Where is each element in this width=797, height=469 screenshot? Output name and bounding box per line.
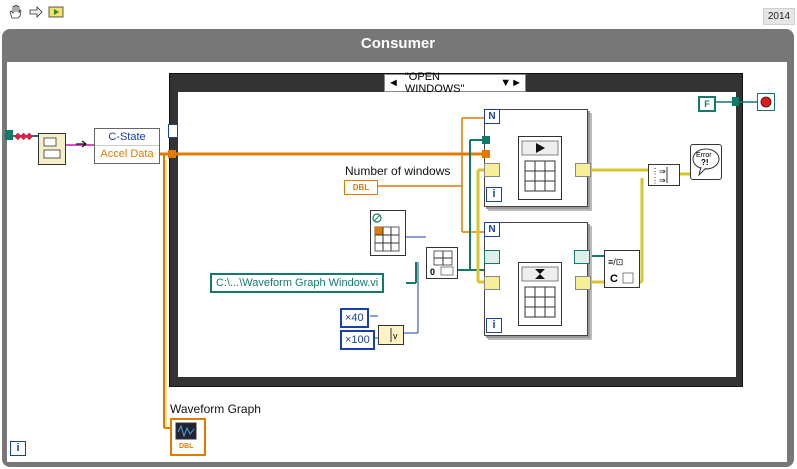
false-constant[interactable]: F	[698, 96, 716, 112]
stop-terminal[interactable]	[757, 93, 775, 111]
shift-register-right-lower	[575, 276, 591, 290]
vi-ref-tunnel	[482, 136, 490, 144]
bundle-node[interactable]: v	[378, 325, 404, 345]
svg-text:≡/⊡: ≡/⊡	[608, 257, 623, 267]
shift-register-left-lower	[484, 276, 500, 290]
shift-register-ref-left	[484, 250, 500, 264]
waveform-graph-indicator[interactable]: DBL	[170, 418, 206, 456]
svg-text:⋮⇒: ⋮⇒	[651, 167, 666, 176]
vi-path-constant[interactable]: C:\...\Waveform Graph Window.vi	[210, 273, 385, 293]
loop-count-terminal-lower: N	[484, 222, 500, 237]
svg-text:?!: ?!	[701, 158, 709, 167]
loop-iteration-terminal-upper: i	[486, 187, 502, 202]
svg-text:C: C	[610, 273, 618, 285]
merge-errors-node[interactable]: ⋮⇒⋮⇒	[648, 164, 680, 186]
num-windows-label: Number of windows	[345, 164, 451, 178]
shift-register-right-upper	[575, 163, 591, 177]
case-selector[interactable]: ◄ "OPEN WINDOWS" ▼►	[384, 71, 526, 95]
arrow-icon[interactable]	[27, 3, 45, 21]
stop-tunnel	[732, 97, 739, 106]
run-vi-invoke-node[interactable]	[518, 136, 562, 200]
increment-icon[interactable]: ▼►	[500, 77, 522, 89]
hand-icon[interactable]	[6, 3, 24, 21]
loop-iteration-terminal-lower: i	[486, 318, 502, 333]
data-tunnel	[482, 150, 490, 158]
accel-data-field: Accel Data	[100, 148, 154, 160]
wait-invoke-node[interactable]	[518, 262, 562, 326]
error-tunnel	[5, 130, 13, 140]
arrow-icon	[76, 138, 90, 148]
svg-text:DBL: DBL	[179, 443, 194, 450]
while-loop-iteration-terminal: i	[10, 441, 26, 456]
unbundle-by-name-node[interactable]: C-State Accel Data	[94, 128, 160, 164]
accel-data-tunnel	[168, 150, 176, 158]
loop-count-terminal-upper: N	[484, 109, 500, 124]
shift-register-ref-right	[574, 250, 590, 264]
close-reference-node[interactable]: ≡/⊡ C	[604, 250, 640, 288]
shift-register-left-upper	[484, 163, 500, 177]
case-value: "OPEN WINDOWS"	[404, 71, 465, 95]
x100-constant[interactable]: ×100	[340, 330, 375, 350]
svg-text:0: 0	[430, 267, 435, 277]
stop-icon: ◆◆◆	[14, 131, 33, 142]
decrement-icon[interactable]: ◄	[388, 77, 399, 89]
error-handler-node[interactable]: Error?!	[690, 144, 722, 180]
open-vi-reference-node[interactable]: 0	[426, 247, 458, 279]
version-label: 2014	[763, 8, 795, 25]
c-state-field: C-State	[95, 129, 159, 146]
dbl-type-label: DBL	[352, 183, 370, 192]
x40-constant[interactable]: ×40	[340, 308, 369, 328]
waveform-graph-label: Waveform Graph	[170, 402, 261, 416]
array-constant[interactable]	[370, 210, 406, 256]
frame-title: Consumer	[360, 35, 436, 52]
svg-text:Error: Error	[696, 152, 712, 159]
case-selector-terminal	[168, 124, 178, 138]
dequeue-element-node[interactable]	[38, 133, 66, 165]
run-icon[interactable]	[47, 3, 65, 21]
svg-text:v: v	[393, 331, 398, 341]
svg-text:⋮⇒: ⋮⇒	[651, 176, 666, 185]
num-windows-control[interactable]: DBL	[344, 180, 378, 195]
